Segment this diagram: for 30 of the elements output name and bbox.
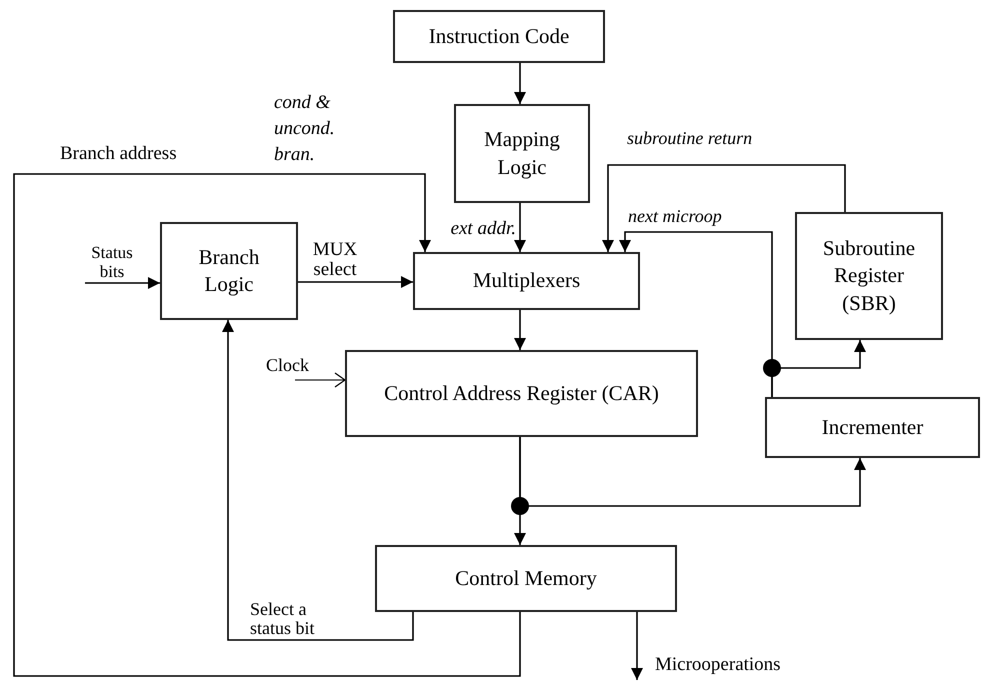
arrow xyxy=(514,310,526,350)
signal-label: cond & uncond. bran. xyxy=(274,91,336,167)
arrow xyxy=(294,372,346,388)
arrow xyxy=(631,612,643,680)
arrow xyxy=(771,340,866,397)
block-box: Subroutine Register (SBR) xyxy=(795,212,943,340)
arrow xyxy=(298,276,413,288)
arrow xyxy=(519,437,866,507)
block-box: Multiplexers xyxy=(413,252,640,310)
edge-label: Microoperations xyxy=(655,654,782,676)
edge-label: Branch address xyxy=(60,142,178,166)
edge-label: subroutine return xyxy=(627,127,754,150)
arrow xyxy=(602,164,846,252)
edge-label: Status bits xyxy=(90,243,134,281)
edge-label: Select a status bit xyxy=(250,600,316,638)
block-box: Control Memory xyxy=(375,545,677,612)
edge-label: Clock xyxy=(266,354,310,377)
edge-label: ext addr. xyxy=(450,217,516,241)
edge-label: next microop xyxy=(628,205,723,228)
block-box: Instruction Code xyxy=(393,10,605,63)
block-box: Incrementer xyxy=(765,397,980,458)
arrow xyxy=(222,320,414,641)
arrow xyxy=(514,63,526,104)
arrow xyxy=(13,173,521,677)
arrow xyxy=(85,277,160,289)
edge-label: MUX select xyxy=(312,240,358,280)
block-box: Branch Logic xyxy=(160,222,298,320)
arrow xyxy=(514,203,526,252)
block-box: Control Address Register (CAR) xyxy=(345,350,698,437)
block-box: Mapping Logic xyxy=(454,104,590,203)
